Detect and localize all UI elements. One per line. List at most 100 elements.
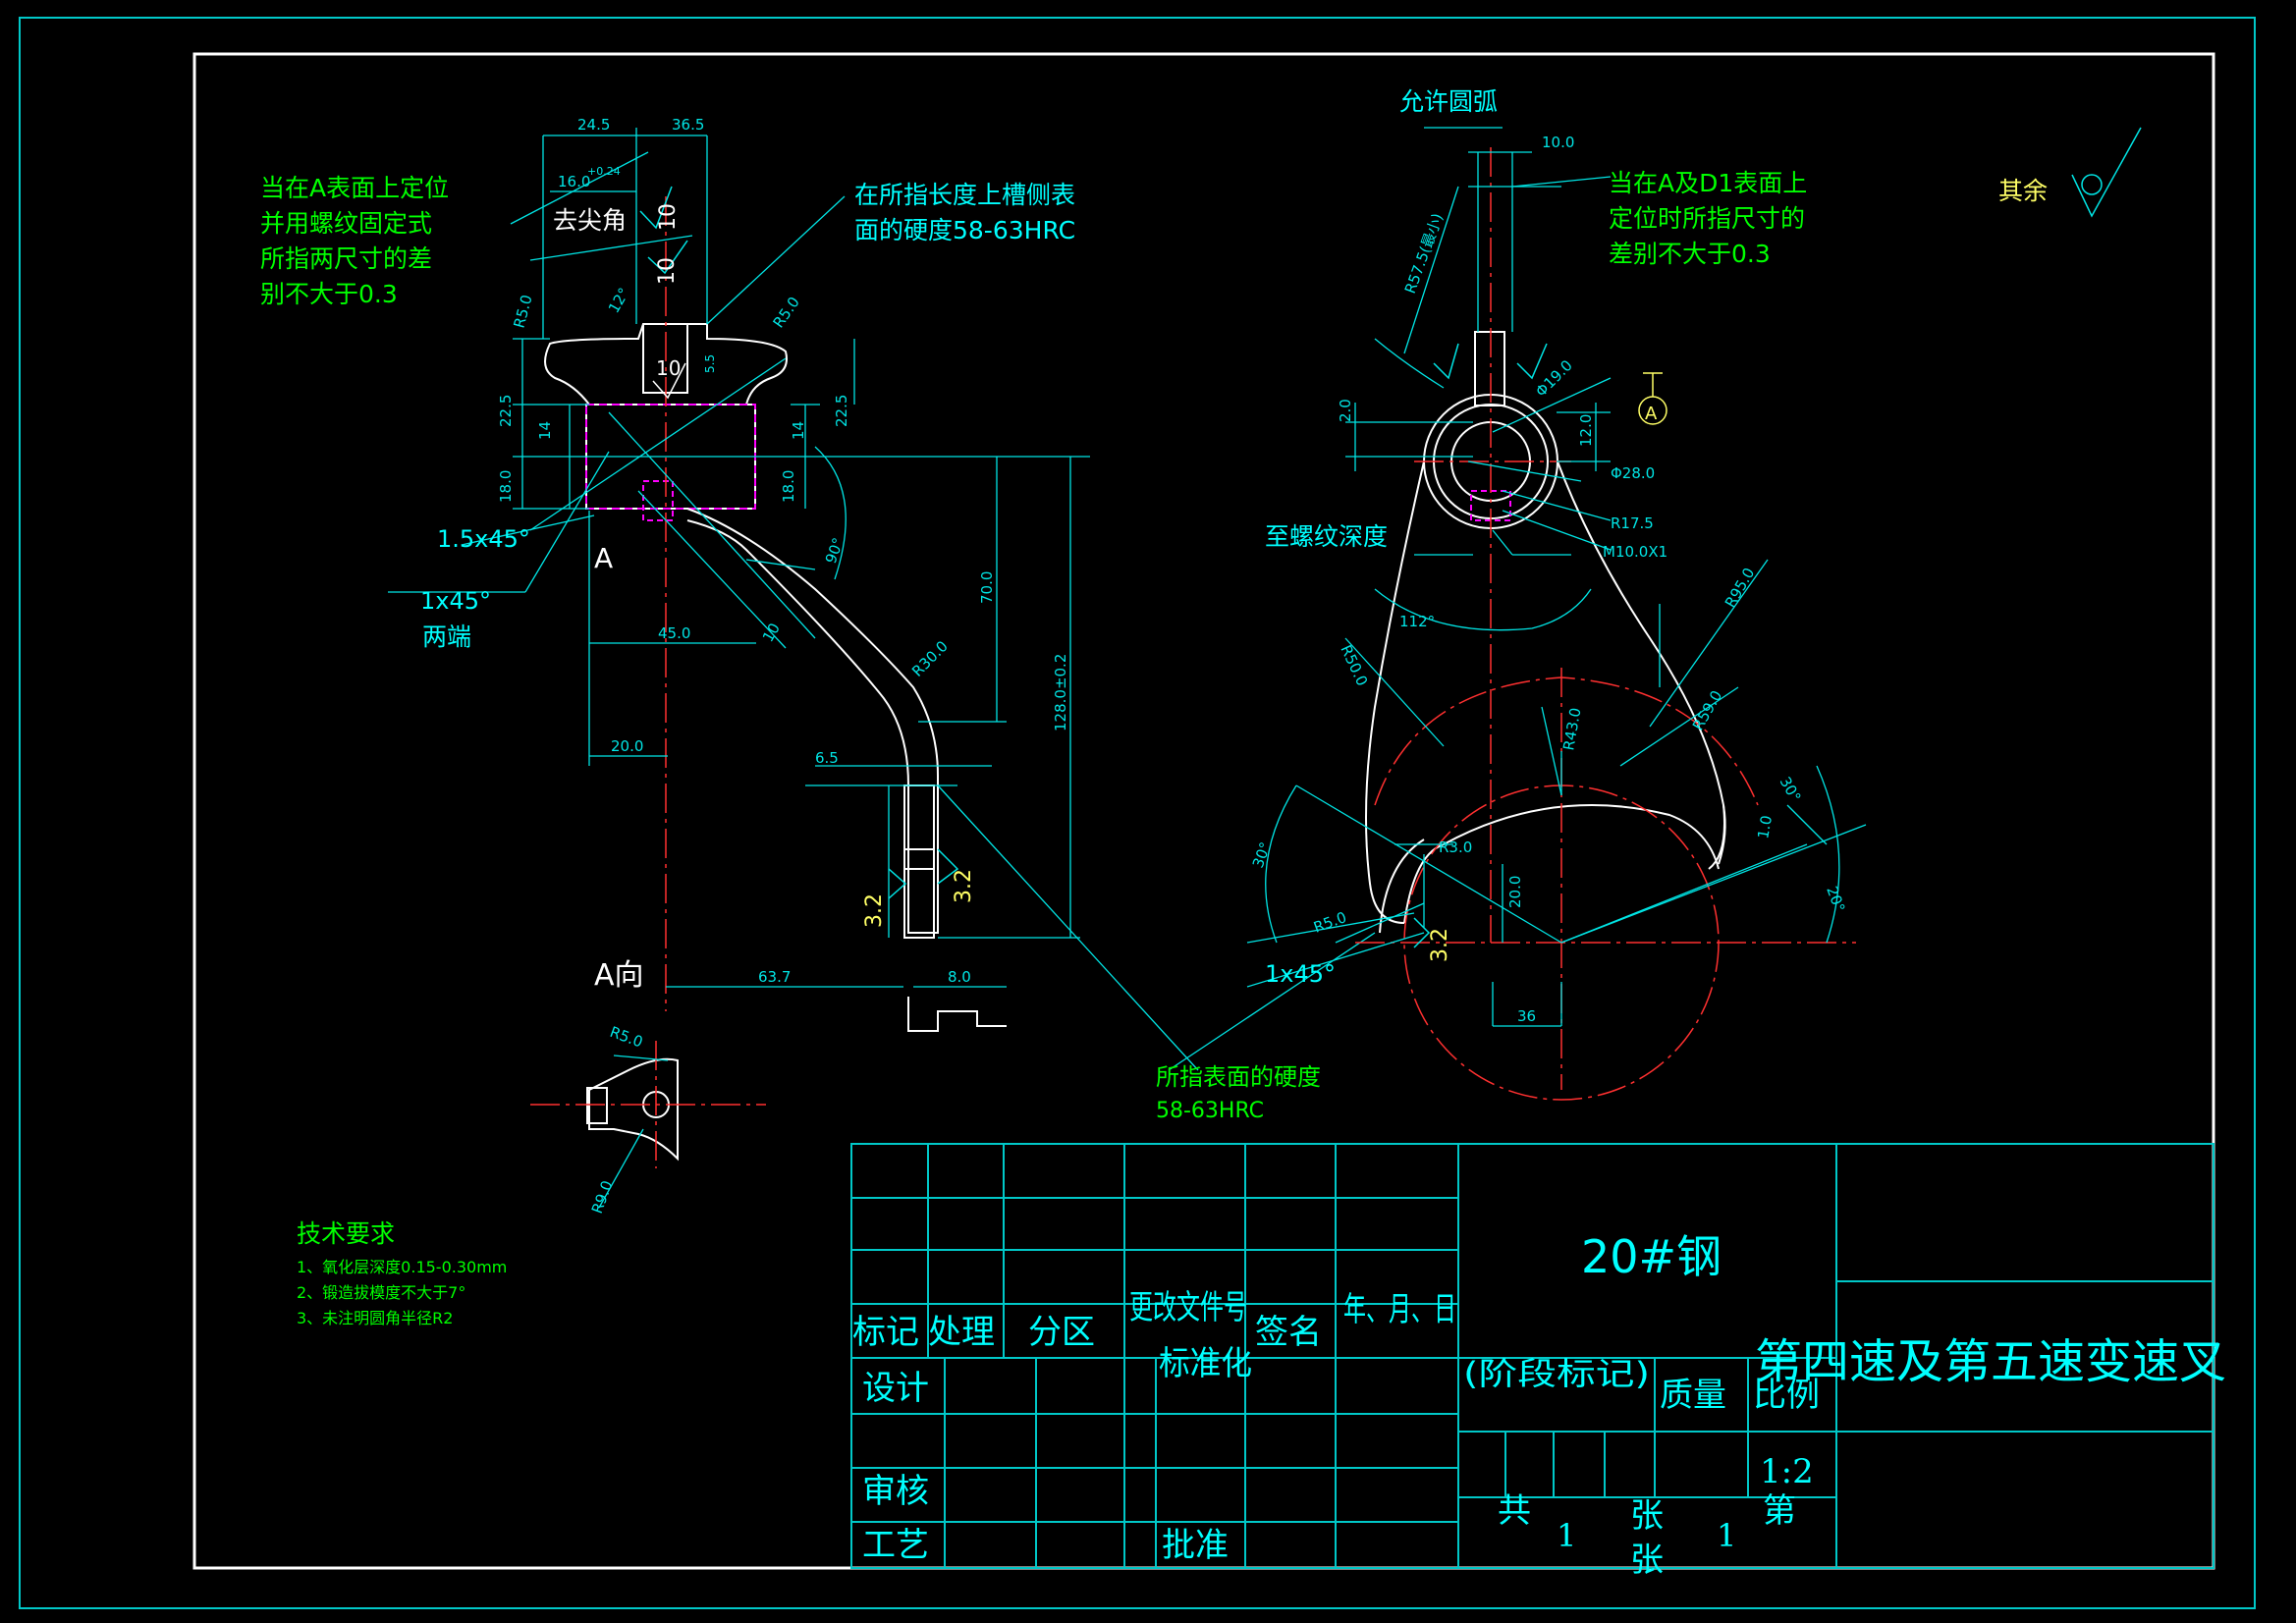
dim-20-0-right: 20.0 <box>1506 876 1524 908</box>
value-scale: 1:2 <box>1760 1452 1814 1491</box>
label-mass: 质量 <box>1660 1376 1726 1415</box>
dim-8-0: 8.0 <box>948 968 971 986</box>
dim-r50: R50.0 <box>1337 642 1371 688</box>
label-mark: 标记 <box>852 1313 919 1352</box>
dim-24-5: 24.5 <box>577 116 610 134</box>
label-rest: 其余 <box>1998 177 2048 205</box>
tech-item-2: 2、锻造拔模度不大于7° <box>297 1283 465 1302</box>
note-left-4: 别不大于0.3 <box>260 280 398 308</box>
note-surface-2: 58-63HRC <box>1156 1099 1264 1123</box>
dim-m10: M10.0X1 <box>1603 543 1667 561</box>
dim-r9: R9.0 <box>588 1178 617 1216</box>
note-thread-depth: 至螺纹深度 <box>1265 522 1388 551</box>
dim-r3: R3.0 <box>1439 839 1472 856</box>
note-right-1: 当在A及D1表面上 <box>1609 169 1807 197</box>
dim-10-0-right: 10.0 <box>1542 134 1574 151</box>
rough-3-2-c: 3.2 <box>1428 928 1452 962</box>
note-both-ends: 两端 <box>422 622 471 651</box>
dim-r59: R59.0 <box>1689 687 1726 733</box>
value-sheet: 1 <box>1717 1517 1736 1554</box>
dim-36: 36 <box>1517 1007 1536 1025</box>
note-chamfer-3: 1x45° <box>1265 960 1336 988</box>
tech-item-1: 1、氧化层深度0.15-0.30mm <box>297 1258 507 1276</box>
rough-10-b: 10 <box>655 257 680 285</box>
dim-14-left: 14 <box>536 421 554 440</box>
label-a-arrow: A <box>594 542 613 574</box>
label-design: 设计 <box>862 1369 929 1408</box>
note-allow-arc: 允许圆弧 <box>1399 87 1498 116</box>
side-view <box>1246 127 2142 1101</box>
note-remove-sharp: 去尖角 <box>553 206 627 235</box>
note-left-2: 并用螺纹固定式 <box>260 209 432 238</box>
note-left-3: 所指两尺寸的差 <box>260 244 432 273</box>
note-left-1: 当在A表面上定位 <box>260 174 449 202</box>
dim-6-5: 6.5 <box>815 749 839 767</box>
label-approve: 批准 <box>1162 1526 1229 1565</box>
dim-90deg: 90° <box>822 535 847 566</box>
dim-12deg: 12° <box>605 285 633 316</box>
dim-d28: Φ28.0 <box>1611 464 1655 482</box>
dim-r5-d: R5.0 <box>608 1023 645 1052</box>
label-craft: 工艺 <box>862 1526 929 1565</box>
dim-36-5: 36.5 <box>672 116 704 134</box>
dimension-text: 24.5 36.5 16.0 +0.24 22.5 22.5 14 14 18.… <box>497 116 1848 1216</box>
dim-45-0: 45.0 <box>658 624 690 642</box>
dim-r57-5: R57.5(最小) <box>1401 211 1447 297</box>
dim-112deg: 112° <box>1399 613 1435 630</box>
note-right-2: 定位时所指尺寸的 <box>1609 204 1805 233</box>
dim-r5-c: R5.0 <box>1311 908 1348 937</box>
dim-70-0: 70.0 <box>978 571 996 604</box>
label-view-a: A向 <box>594 958 644 993</box>
dim-20deg: 20° <box>1823 884 1848 914</box>
part-name: 第四速及第五速变速叉 <box>1755 1334 2226 1389</box>
label-date: 年、月、日 <box>1343 1290 1456 1329</box>
dim-20-0: 20.0 <box>611 737 643 755</box>
dim-r30: R30.0 <box>908 637 952 680</box>
dim-r17-5: R17.5 <box>1611 514 1654 532</box>
dim-22-5-right: 22.5 <box>833 395 850 427</box>
title-block <box>850 1143 2214 1569</box>
note-slot-2: 面的硬度58-63HRC <box>854 216 1075 244</box>
label-change-doc: 更改文件号 <box>1129 1288 1247 1327</box>
dim-16-0: 16.0 <box>558 173 590 190</box>
dim-5-5: 5.5 <box>703 354 717 373</box>
title-block-text: 20#钢 第四速及第五速变速叉 标记 处理 分区 更改文件号 签名 年、月、日 … <box>852 1230 2226 1580</box>
dim-12-0: 12.0 <box>1577 414 1595 447</box>
note-chamfer-1: 1.5x45° <box>437 525 530 553</box>
rough-3-2-b: 3.2 <box>952 869 976 903</box>
tech-item-3: 3、未注明圆角半径R2 <box>297 1309 453 1327</box>
dim-14-right: 14 <box>790 421 807 440</box>
label-zone: 分区 <box>1028 1313 1095 1352</box>
rough-3-2-a: 3.2 <box>862 893 887 928</box>
label-datum-a: A <box>1645 404 1658 424</box>
rough-10-a: 10 <box>656 203 681 231</box>
dim-18-0-left: 18.0 <box>497 470 515 503</box>
label-total: 共 <box>1498 1491 1531 1531</box>
label-process: 处理 <box>928 1313 995 1352</box>
tech-title: 技术要求 <box>297 1219 395 1248</box>
dim-128: 128.0±0.2 <box>1052 654 1069 731</box>
label-review: 审核 <box>862 1472 929 1511</box>
value-total: 1 <box>1557 1517 1576 1554</box>
label-sheets-2: 张 <box>1630 1541 1664 1580</box>
dim-18-0-right: 18.0 <box>780 470 797 503</box>
note-surface-1: 所指表面的硬度 <box>1156 1063 1321 1091</box>
rough-10-c: 10 <box>656 356 681 380</box>
label-sheet: 第 <box>1763 1491 1796 1531</box>
note-slot-1: 在所指长度上槽侧表 <box>854 181 1075 209</box>
outer-frame <box>19 17 2256 1609</box>
dim-2-0: 2.0 <box>1337 399 1354 422</box>
front-view <box>388 128 1376 1209</box>
dim-63-7: 63.7 <box>758 968 791 986</box>
dim-30deg-b: 30° <box>1777 774 1805 805</box>
note-chamfer-2: 1x45° <box>420 587 491 615</box>
dim-r95: R95.0 <box>1722 565 1759 611</box>
label-sign: 签名 <box>1255 1313 1322 1352</box>
label-stage-mark: (阶段标记) <box>1463 1355 1650 1392</box>
dim-16-0-tol: +0.24 <box>587 165 621 178</box>
label-standard: 标准化 <box>1159 1344 1252 1383</box>
dim-r5-b: R5.0 <box>770 294 803 331</box>
notes-text: 当在A表面上定位 并用螺纹固定式 所指两尺寸的差 别不大于0.3 在所指长度上槽… <box>260 87 2048 1327</box>
material: 20#钢 <box>1581 1230 1722 1283</box>
dim-r43: R43.0 <box>1559 706 1584 751</box>
